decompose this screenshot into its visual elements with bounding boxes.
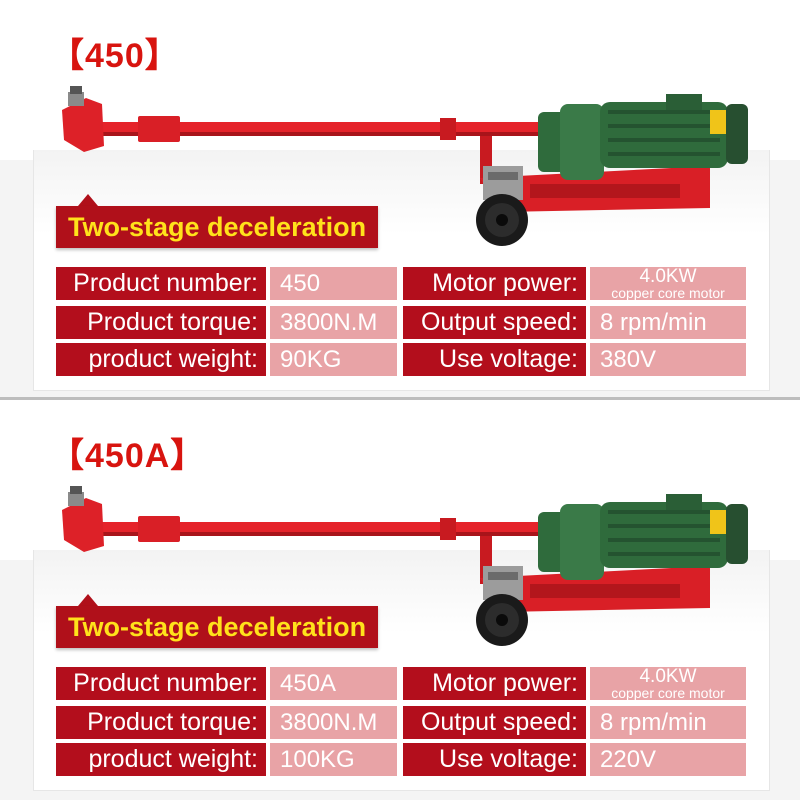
product-number-value: 450	[270, 267, 397, 300]
model-title: 【450A】	[50, 437, 206, 475]
product-torque-label: Product torque:	[56, 706, 266, 739]
motor-power-value: 4.0KW copper core motor	[590, 267, 746, 300]
output-speed-value: 8 rpm/min	[590, 306, 746, 339]
winch-machine-image	[62, 86, 748, 246]
motor-power-label: Motor power:	[403, 267, 586, 300]
motor-power-note: copper core motor	[611, 685, 725, 700]
product-torque-value: 3800N.M	[270, 706, 397, 739]
model-450a-panel: 【450A】	[0, 400, 800, 800]
output-speed-label: Output speed:	[403, 706, 586, 739]
product-weight-label: product weight:	[56, 743, 266, 776]
motor-power-kw: 4.0KW	[639, 667, 697, 687]
use-voltage-value: 380V	[590, 343, 746, 376]
feature-banner-text: Two-stage deceleration	[68, 611, 367, 642]
product-number-value: 450A	[270, 667, 397, 700]
model-450-panel: 【450】	[0, 0, 800, 391]
feature-banner: Two-stage deceleration	[56, 606, 379, 648]
product-weight-value: 100KG	[270, 743, 397, 776]
use-voltage-label: Use voltage:	[403, 343, 586, 376]
motor-power-note: copper core motor	[611, 285, 725, 300]
product-number-label: Product number:	[56, 267, 266, 300]
motor-power-kw: 4.0KW	[639, 267, 697, 287]
product-weight-label: product weight:	[56, 343, 266, 376]
motor-power-value: 4.0KW copper core motor	[590, 667, 746, 700]
winch-machine-image	[62, 486, 748, 646]
product-torque-label: Product torque:	[56, 306, 266, 339]
feature-banner: Two-stage deceleration	[56, 206, 379, 248]
feature-banner-text: Two-stage deceleration	[68, 211, 367, 242]
product-weight-value: 90KG	[270, 343, 397, 376]
use-voltage-value: 220V	[590, 743, 746, 776]
product-torque-value: 3800N.M	[270, 306, 397, 339]
product-number-label: Product number:	[56, 667, 266, 700]
output-speed-label: Output speed:	[403, 306, 586, 339]
motor-power-label: Motor power:	[403, 667, 586, 700]
use-voltage-label: Use voltage:	[403, 743, 586, 776]
model-title: 【450】	[50, 37, 180, 75]
output-speed-value: 8 rpm/min	[590, 706, 746, 739]
